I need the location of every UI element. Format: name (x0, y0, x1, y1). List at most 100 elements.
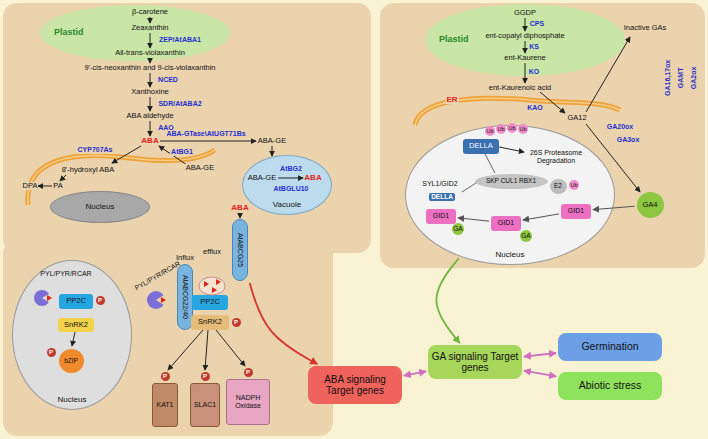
enzyme-label: ZEP/AtABA1 (159, 36, 201, 44)
metabolite-label: 9'-cis-neoxanthin and 9-cis-violaxanthin (84, 64, 215, 72)
metabolite-label: efflux (203, 248, 221, 256)
protein-box: PP2C (59, 294, 93, 309)
protein-circle: E2 (550, 179, 567, 194)
node-label: GID1 (433, 212, 449, 220)
metabolite-label: SYL1/GID2 (422, 180, 457, 188)
hormone-label: ABA (231, 204, 248, 213)
node-label: Plastid (54, 28, 84, 38)
illustration-part (278, 178, 303, 179)
node-label: Abiotic stress (579, 380, 641, 392)
vacuole: Vacuole (242, 155, 332, 215)
node-label: Nucleus (496, 251, 525, 260)
illustration-part (150, 73, 151, 87)
complex-links (462, 154, 495, 192)
phosphate-badge: P (161, 372, 170, 381)
illustration-part (47, 295, 52, 301)
illustration-part (161, 297, 166, 303)
metabolite-label: Zeaxanthin (131, 24, 168, 32)
phosphate-badge: P (201, 372, 210, 381)
metabolite-label: ent-Kaurenoic acid (488, 84, 553, 92)
receptor-symbol (34, 290, 167, 309)
protein-box: PP2C (192, 295, 228, 310)
illustration-part (42, 292, 52, 304)
illustration-part (34, 290, 50, 306)
metabolite-label: DPA (22, 182, 39, 190)
illustration-part (525, 18, 526, 31)
connector-arrow (524, 371, 556, 377)
connector-arrow (593, 206, 635, 209)
enzyme-complex: NADPH Oxidase (226, 379, 270, 425)
illustration-part (150, 17, 151, 23)
enzyme-label: KAO (526, 104, 544, 112)
metabolite-label: ABA-GE (185, 164, 215, 172)
metabolite-label: ent-Kaurene (504, 54, 545, 62)
aba-signaling-panel (3, 240, 333, 436)
ubiquitin-badge: Ub (507, 123, 517, 133)
illustration-part (150, 58, 151, 63)
phosphate-badge: P (47, 348, 56, 357)
node-label: SLAC1 (194, 401, 216, 409)
metabolite-label: 26S Proteasome Degradation (526, 149, 586, 164)
node-label: GA4 (642, 201, 657, 209)
hormone-label: ABA (304, 174, 321, 183)
node-label: DELLA (469, 142, 493, 150)
enzyme-label: KO (529, 68, 540, 76)
metabolite-label: GA12 (567, 114, 586, 122)
enzyme-label: GA2ox (690, 67, 698, 90)
illustration-part (150, 121, 151, 136)
enzyme-label: GA16,17ox (664, 60, 672, 96)
aba-biosynthesis-panel (3, 3, 371, 253)
illustration-part (60, 175, 66, 181)
illustration-part (112, 146, 141, 163)
aba-molecules (199, 277, 225, 295)
illustration-part (485, 154, 495, 173)
enzyme-label: AtBG1 (170, 148, 194, 156)
enzyme-label: GAMT (677, 68, 685, 89)
illustration-part (168, 330, 203, 370)
node-label: AtABCG22/40 (181, 275, 189, 319)
enzyme-label: GA3ox (617, 136, 640, 144)
protein-box: DELLA (463, 139, 499, 154)
ubiquitin-badge: Ub (485, 126, 495, 136)
ion-channel: SLAC1 (190, 383, 220, 427)
metabolite-label: PYL/PYR/RCAR (134, 260, 182, 292)
metabolite-label: ABA-GE (258, 137, 286, 145)
enzyme-label: CPS (530, 20, 544, 28)
transporter: AtABCG25 (232, 219, 248, 281)
node-label: PP2C (66, 297, 86, 305)
protein-box: SnRK2 (191, 315, 229, 330)
illustration-part (216, 279, 221, 285)
metabolite-label: 8'-hydroxyl ABA (61, 166, 116, 174)
enzyme-label: NCED (158, 76, 178, 84)
illustration-part (205, 330, 208, 370)
receptor-box: GID1 (491, 216, 521, 231)
enzyme-label: KS (529, 43, 539, 51)
metabolite-label: PA (52, 182, 63, 190)
node-label: ABA signaling Target genes (311, 374, 399, 396)
connector-arrow (250, 283, 317, 364)
illustration-part (38, 186, 52, 187)
ubiquitin-badge: Ub (518, 124, 528, 134)
illustration-part (240, 213, 241, 218)
ubiquitin-badge: Ub (496, 124, 506, 134)
metabolite-label: ent-copalyl diphosphate (485, 32, 564, 40)
node-label: GA signaling Target genes (431, 351, 519, 373)
illustration-part (272, 146, 273, 156)
illustration-part (204, 281, 209, 287)
metabolite-label: DELLA (429, 193, 455, 200)
metabolite-label: GGDP (514, 9, 536, 17)
node-label: Nucleus (86, 203, 115, 212)
enzyme-label: ABA-GTase\AtUGT71Bs (166, 130, 245, 138)
node-label: Plastid (439, 35, 469, 45)
metabolite-label: ABA aldehyde (126, 112, 173, 120)
illustration-part (586, 37, 630, 112)
node-label: bZIP (64, 357, 78, 364)
protein-complex: SKP CUL1 RBX1 (475, 174, 548, 189)
illustration-part (199, 277, 225, 295)
enzyme-label: AtBGLU10 (273, 185, 308, 193)
node-label: NADPH Oxidase (229, 394, 267, 409)
illustration-part (160, 141, 256, 142)
node-label: SnRK2 (64, 321, 88, 329)
metabolite-label: Inactive GAs (624, 24, 667, 32)
node-label: Germination (581, 341, 638, 353)
